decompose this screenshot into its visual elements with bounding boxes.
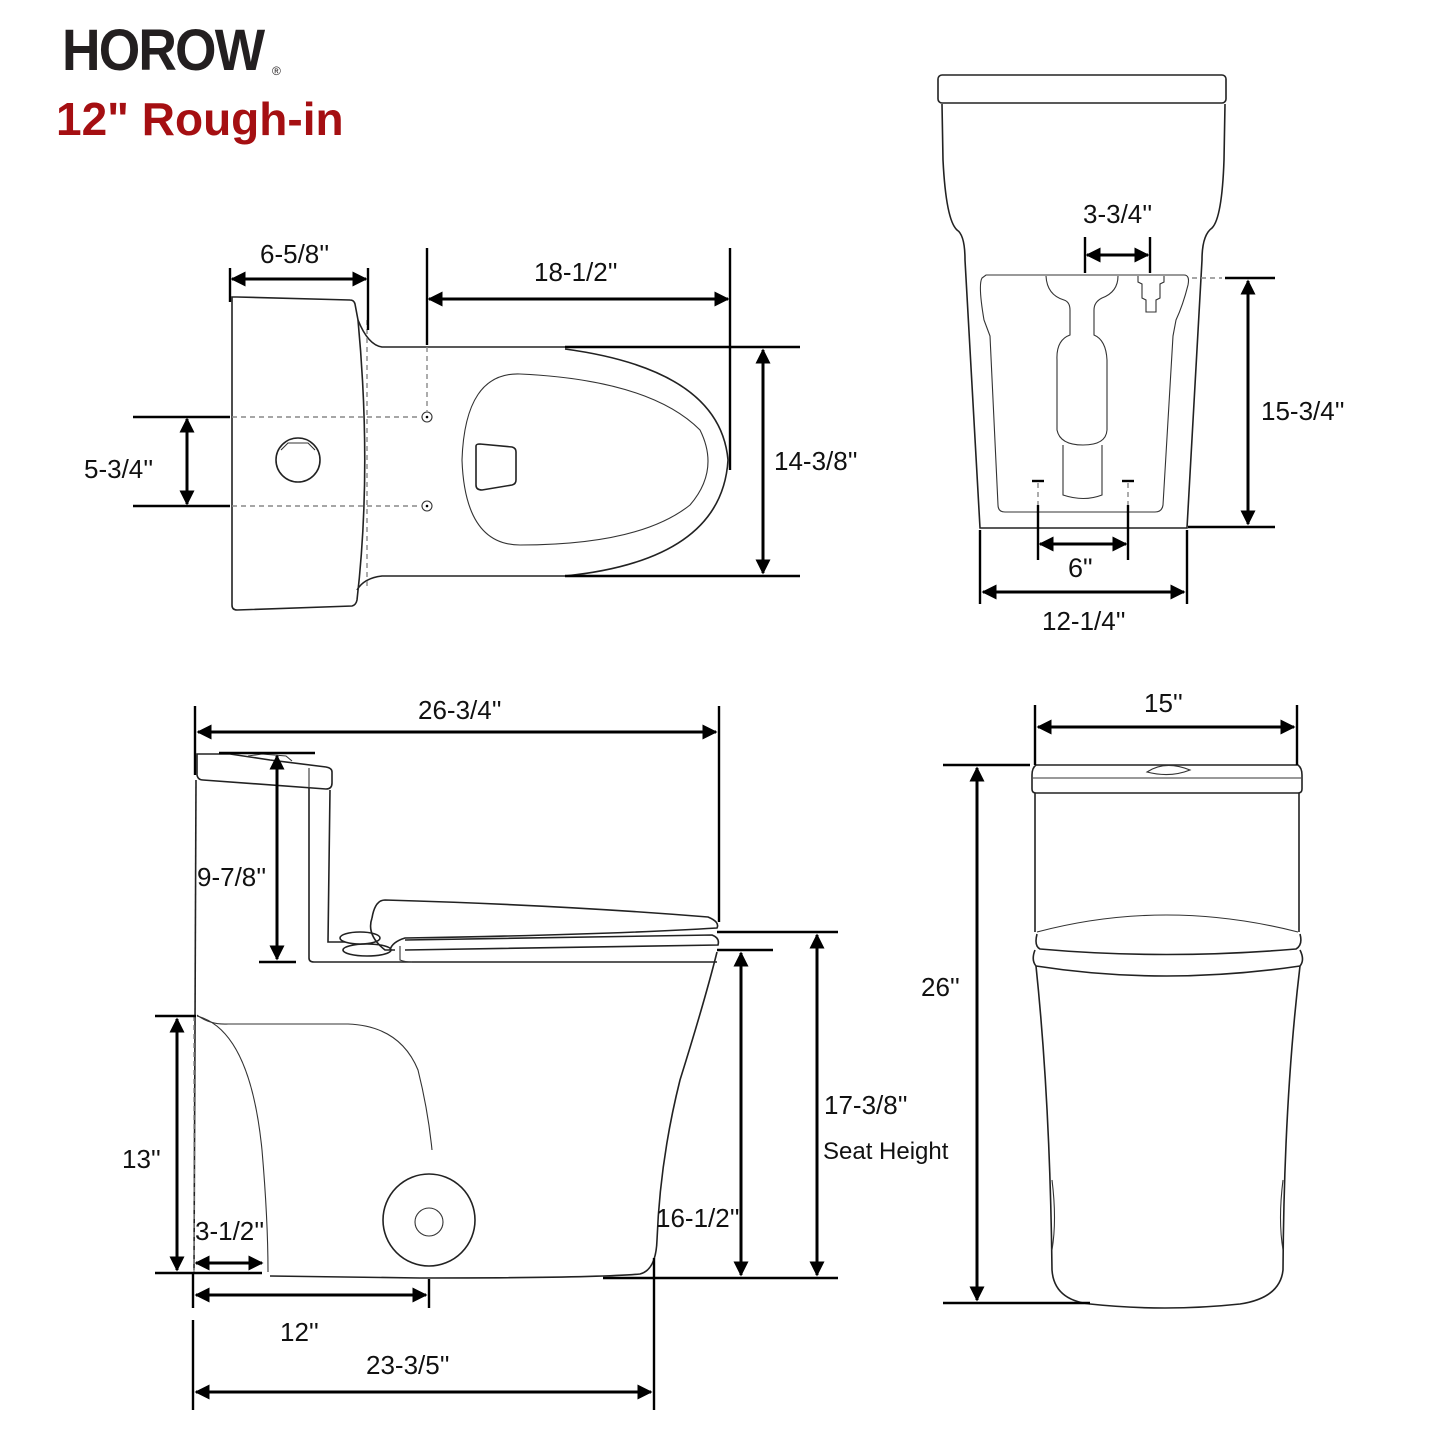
side-view <box>155 706 838 1410</box>
dim-seat-height: 17-3/8'' <box>824 1090 908 1120</box>
back-view <box>937 74 1275 604</box>
dim-bolt-spacing-top: 5-3/4'' <box>84 454 153 484</box>
dim-bowl-height: 16-1/2'' <box>656 1203 740 1233</box>
dim-total-height: 26'' <box>921 972 960 1002</box>
dim-base-width: 12-1/4'' <box>1042 606 1126 636</box>
dim-rough-in: 12'' <box>280 1317 319 1347</box>
dim-wall-gap: 3-1/2'' <box>195 1216 264 1246</box>
dim-tank-to-seat: 9-7/8'' <box>197 862 266 892</box>
seat-height-label: Seat Height <box>823 1138 949 1165</box>
dim-supply-offset: 3-3/4'' <box>1083 199 1152 229</box>
dim-bowl-width: 14-3/8'' <box>774 446 858 476</box>
top-view <box>133 248 800 611</box>
front-view <box>943 705 1304 1309</box>
dim-overall-length: 26-3/4'' <box>418 695 502 725</box>
brand-logo: HOROW <box>62 18 265 83</box>
dim-supply-height: 15-3/4'' <box>1261 396 1345 426</box>
dim-base-length: 23-3/5'' <box>366 1350 450 1380</box>
dim-front-width: 15'' <box>1144 688 1183 718</box>
dim-bolt-spacing-back: 6" <box>1068 553 1093 583</box>
rough-in-title: 12" Rough-in <box>56 93 344 145</box>
dim-tank-depth: 6-5/8'' <box>260 239 329 269</box>
dim-bolt-to-front: 18-1/2'' <box>534 257 618 287</box>
registered-mark: ® <box>272 64 281 78</box>
dim-wall-outlet-height: 13'' <box>122 1144 161 1174</box>
